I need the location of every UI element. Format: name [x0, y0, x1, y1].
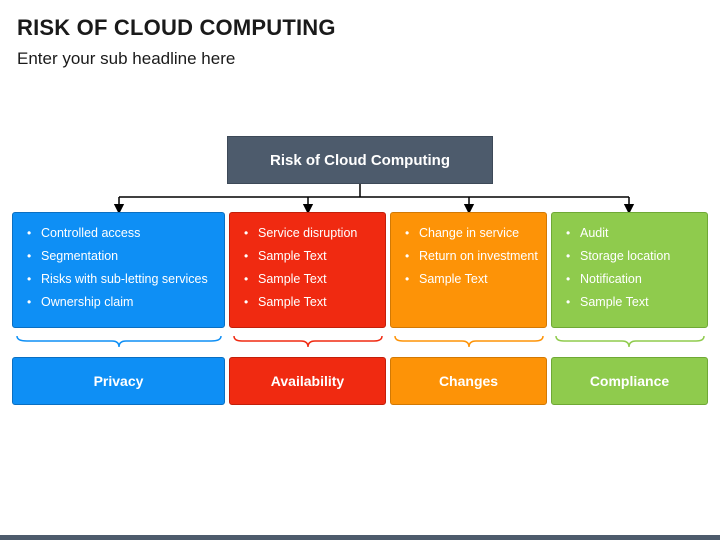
brace-privacy [16, 335, 222, 348]
privacy-label: Privacy [12, 357, 225, 405]
page-title: RISK OF CLOUD COMPUTING [17, 15, 336, 40]
list-item: Risks with sub-letting services [25, 271, 216, 287]
list-item: Sample Text [564, 294, 699, 310]
availability-content-box: Service disruption Sample Text Sample Te… [229, 212, 386, 328]
availability-label: Availability [229, 357, 386, 405]
list-item: Sample Text [242, 294, 377, 310]
brace-compliance [555, 335, 705, 348]
list-item: Sample Text [242, 248, 377, 264]
list-item: Controlled access [25, 225, 216, 241]
list-item: Return on investment [403, 248, 538, 264]
list-item: Service disruption [242, 225, 377, 241]
list-item: Change in service [403, 225, 538, 241]
changes-label: Changes [390, 357, 547, 405]
list-item: Sample Text [403, 271, 538, 287]
changes-content-box: Change in service Return on investment S… [390, 212, 547, 328]
list-item: Ownership claim [25, 294, 216, 310]
compliance-list: Audit Storage location Notification Samp… [564, 225, 699, 310]
page-subtitle: Enter your sub headline here [17, 49, 236, 68]
privacy-content-box: Controlled access Segmentation Risks wit… [12, 212, 225, 328]
list-item: Audit [564, 225, 699, 241]
brace-availability [233, 335, 383, 348]
list-item: Notification [564, 271, 699, 287]
changes-list: Change in service Return on investment S… [403, 225, 538, 287]
list-item: Storage location [564, 248, 699, 264]
list-item: Segmentation [25, 248, 216, 264]
brace-changes [394, 335, 544, 348]
footer-bar [0, 535, 720, 540]
list-item: Sample Text [242, 271, 377, 287]
compliance-content-box: Audit Storage location Notification Samp… [551, 212, 708, 328]
root-node: Risk of Cloud Computing [227, 136, 493, 184]
privacy-list: Controlled access Segmentation Risks wit… [25, 225, 216, 310]
compliance-label: Compliance [551, 357, 708, 405]
availability-list: Service disruption Sample Text Sample Te… [242, 225, 377, 310]
